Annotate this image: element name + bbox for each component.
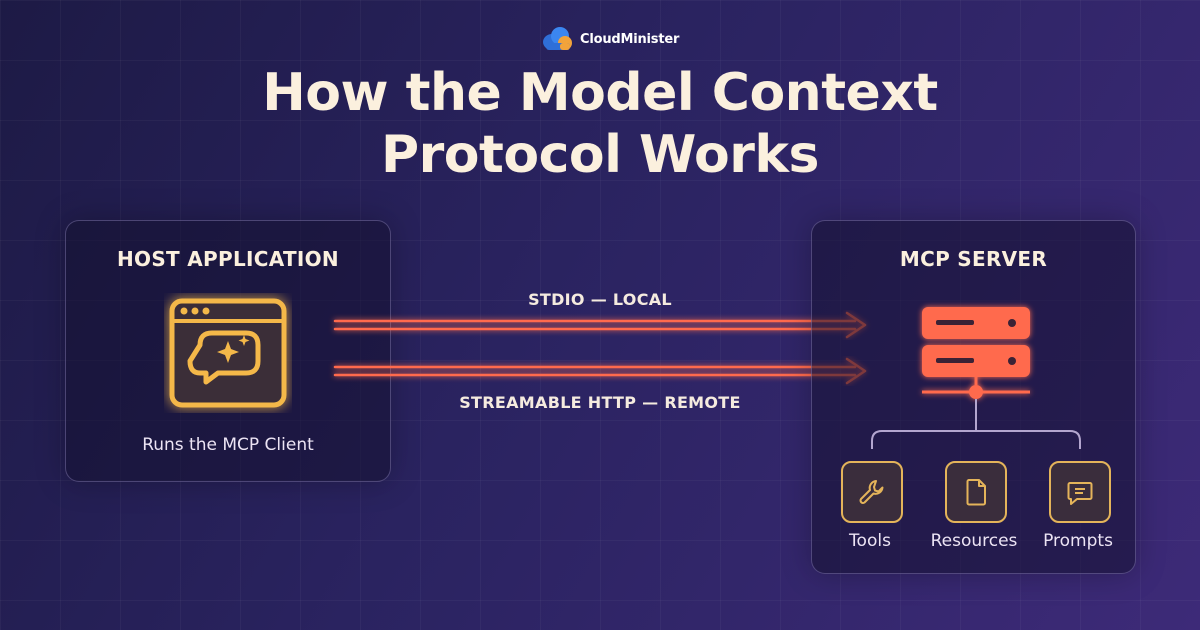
feature-label-resources: Resources [930, 531, 1018, 551]
brand-logo: CloudMinister [540, 24, 679, 54]
mcp-server-panel: MCP SERVER Tools Resources [811, 220, 1136, 574]
transport-arrow-stdio [333, 311, 867, 339]
page-title: How the Model Context Protocol Works [0, 62, 1200, 186]
host-application-title: HOST APPLICATION [117, 247, 339, 271]
page-title-line-1: How the Model Context [262, 63, 938, 123]
chat-bubble-icon [1067, 482, 1093, 505]
feature-tile-tools [841, 461, 903, 523]
page-title-line-2: Protocol Works [381, 125, 819, 185]
document-icon [966, 479, 986, 506]
transport-label-stdio: STDIO — LOCAL [528, 290, 672, 309]
feature-tile-prompts [1049, 461, 1111, 523]
app-window-chat-icon [169, 298, 287, 408]
brand-name: CloudMinister [580, 31, 680, 47]
transport-arrow-http [333, 357, 867, 385]
feature-tile-resources [945, 461, 1007, 523]
mcp-server-title: MCP SERVER [899, 247, 1048, 271]
wrench-icon [859, 480, 884, 504]
feature-label-prompts: Prompts [1043, 531, 1113, 551]
cloud-logo-icon [543, 27, 572, 50]
host-application-panel: HOST APPLICATION Runs the MCP Client [65, 220, 391, 482]
server-stack-icon [871, 307, 1081, 449]
feature-label-tools: Tools [849, 531, 891, 551]
transport-label-http: STREAMABLE HTTP — REMOTE [459, 393, 741, 412]
host-application-caption: Runs the MCP Client [142, 435, 314, 455]
